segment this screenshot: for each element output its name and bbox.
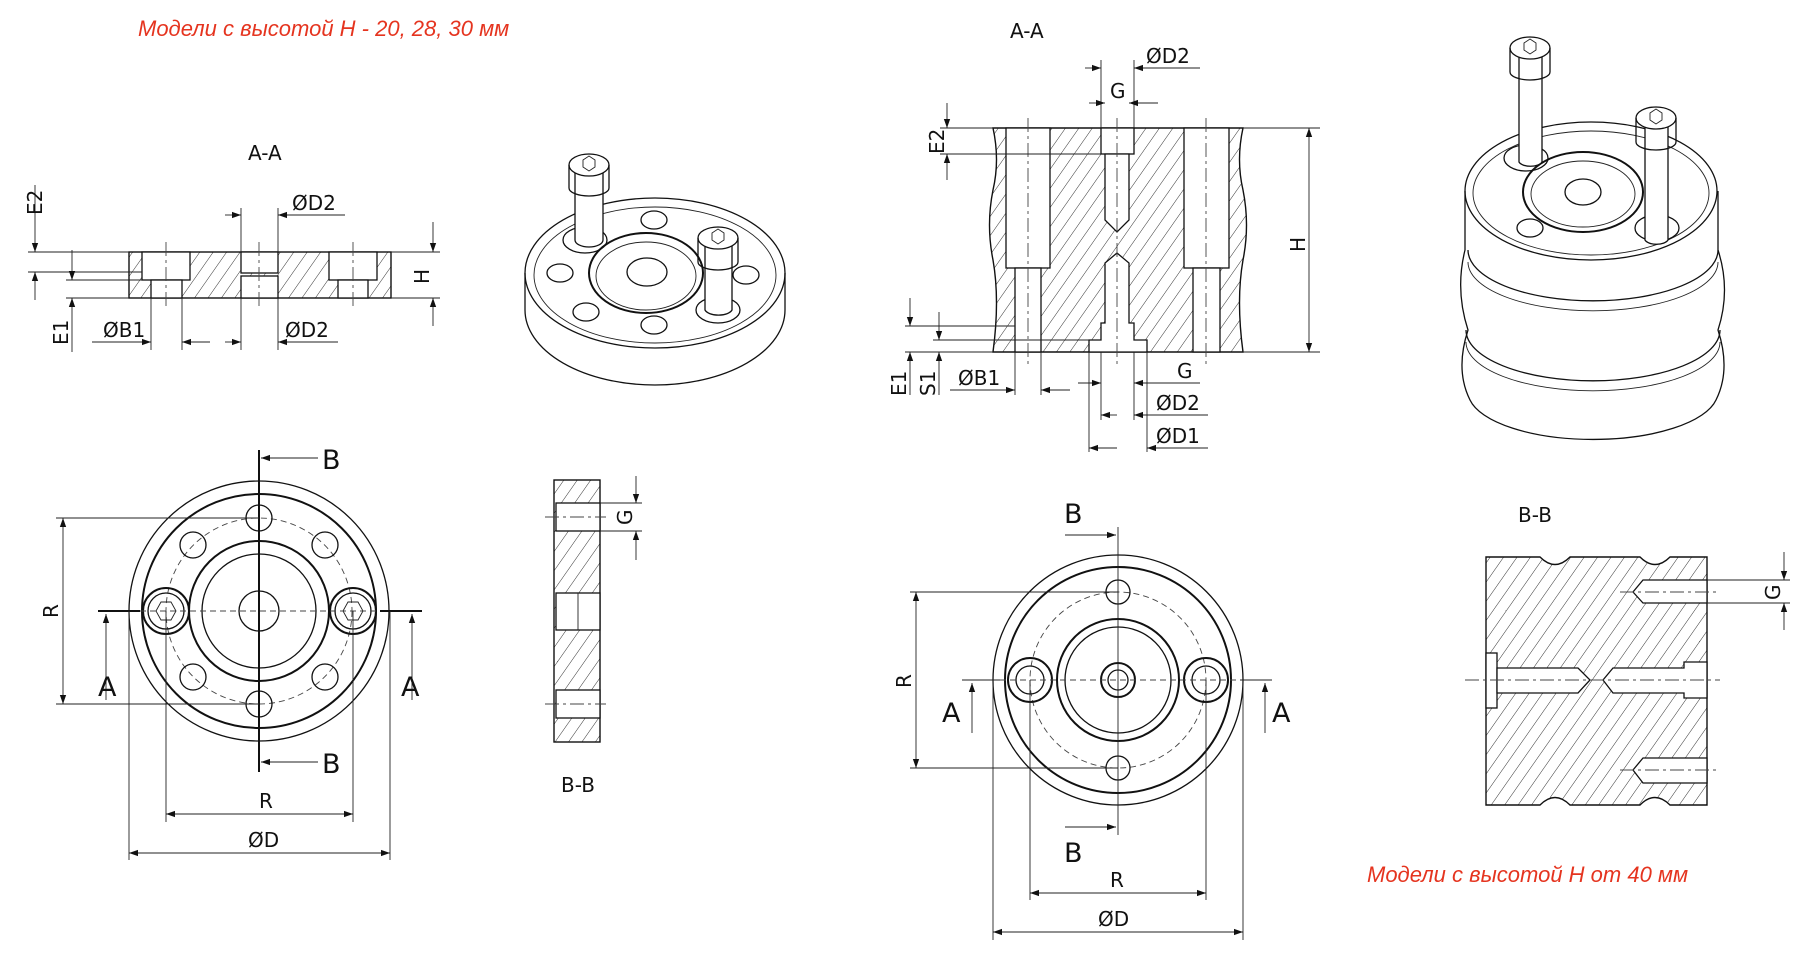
dim-r-horizontal: R [259,789,273,813]
dim-g-top: G [1110,79,1126,103]
dim-g: G [613,510,637,526]
right-plan-view: B B A A R R ØD [892,499,1291,940]
section-marker-a-left: A [942,698,961,729]
right-isometric-view [1460,36,1726,441]
dim-d: ØD [1098,907,1129,931]
dim-s1: S1 [916,371,940,396]
dim-r-vertical: R [892,674,916,688]
right-section-bb: B-B G [1465,503,1790,806]
dim-d2-top: ØD2 [292,191,336,215]
section-title: A-A [248,141,282,165]
section-marker-a-right: A [1272,698,1291,729]
section-marker-b-top: B [322,445,341,476]
dim-e1: E1 [49,320,73,345]
dim-r-vertical: R [39,604,63,618]
dim-e2: E2 [23,190,47,215]
section-title: B-B [561,773,595,797]
dim-d: ØD [248,828,279,852]
dim-e1: E1 [887,371,911,396]
section-marker-a-right: A [401,672,420,703]
left-section-bb: G B-B [545,476,642,797]
dim-r-horizontal: R [1110,868,1124,892]
note-small-models: Модели с высотой H - 20, 28, 30 мм [138,16,509,41]
dim-d1: ØD1 [1156,424,1200,448]
dim-d2-bottom: ØD2 [285,318,329,342]
dim-h: H [1286,237,1310,252]
section-marker-a-left: A [98,672,117,703]
section-marker-b-bottom: B [1064,838,1083,869]
section-marker-b-top: B [1064,499,1083,530]
section-marker-b-bottom: B [322,749,341,780]
dim-d2-top: ØD2 [1146,44,1190,68]
dim-g-bottom: G [1177,359,1193,383]
note-large-models: Модели с высотой H от 40 мм [1367,862,1688,887]
left-isometric-view [524,153,786,386]
left-plan-view: B B A A R R ØD [39,445,422,860]
dim-d2-bottom: ØD2 [1156,391,1200,415]
dim-b1: ØB1 [958,366,1000,390]
dim-h: H [410,269,434,284]
dim-e2: E2 [925,129,949,154]
section-title: A-A [1010,19,1044,43]
left-section-aa: A-A E2 E1 H ØD2 [23,141,440,352]
dim-b1: ØB1 [103,318,145,342]
dim-g: G [1761,585,1785,601]
section-title: B-B [1518,503,1552,527]
right-section-aa: A-A ØD2 G E2 H [887,19,1320,452]
